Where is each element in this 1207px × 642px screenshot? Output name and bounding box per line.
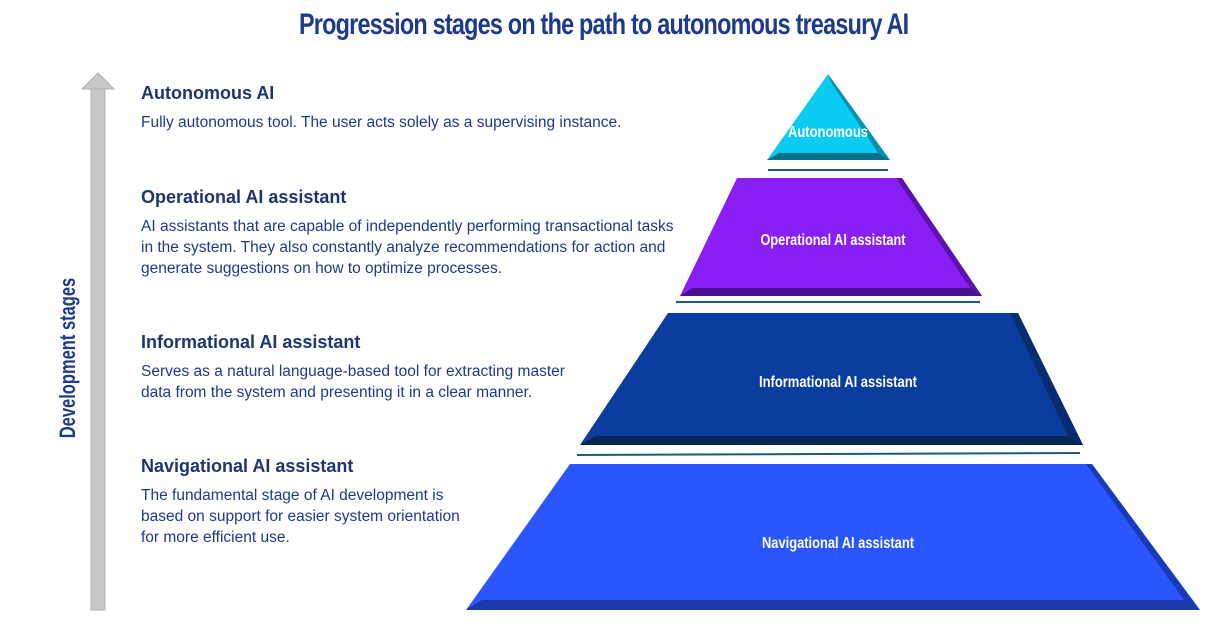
stage-description: AI assistants that are capable of indepe… [141,218,674,277]
stage-heading: Operational AI assistant [141,187,347,207]
pyramid-tier-navigational: Navigational AI assistant [466,464,1200,610]
stage-heading: Autonomous AI [141,83,275,103]
pyramid-tier-informational: Informational AI assistant [580,313,1083,445]
stage-operational: Operational AI assistant AI assistants t… [141,187,686,279]
separator-line [576,452,1081,456]
stage-heading: Navigational AI assistant [141,456,354,476]
development-arrow [80,72,116,611]
tier-label-navigational: Navigational AI assistant [762,535,915,552]
pyramid-tier-autonomous: Autonomous [767,74,890,160]
tier-label-autonomous: Autonomous [788,124,868,141]
stage-heading: Informational AI assistant [141,332,361,352]
stage-navigational: Navigational AI assistant The fundamenta… [141,456,481,548]
tier-label-informational: Informational AI assistant [759,374,918,391]
page-title: Progression stages on the path to autono… [298,8,909,41]
pyramid-tier-operational: Operational AI assistant [680,178,982,296]
axis-label: Development stages [55,277,80,439]
stage-informational: Informational AI assistant Serves as a n… [141,332,566,403]
stage-autonomous: Autonomous AI Fully autonomous tool. The… [141,83,701,133]
tier-label-operational: Operational AI assistant [761,232,907,249]
stage-description: The fundamental stage of AI development … [141,487,460,546]
stage-description: Serves as a natural language-based tool … [141,363,565,401]
stage-description: Fully autonomous tool. The user acts sol… [141,114,622,131]
